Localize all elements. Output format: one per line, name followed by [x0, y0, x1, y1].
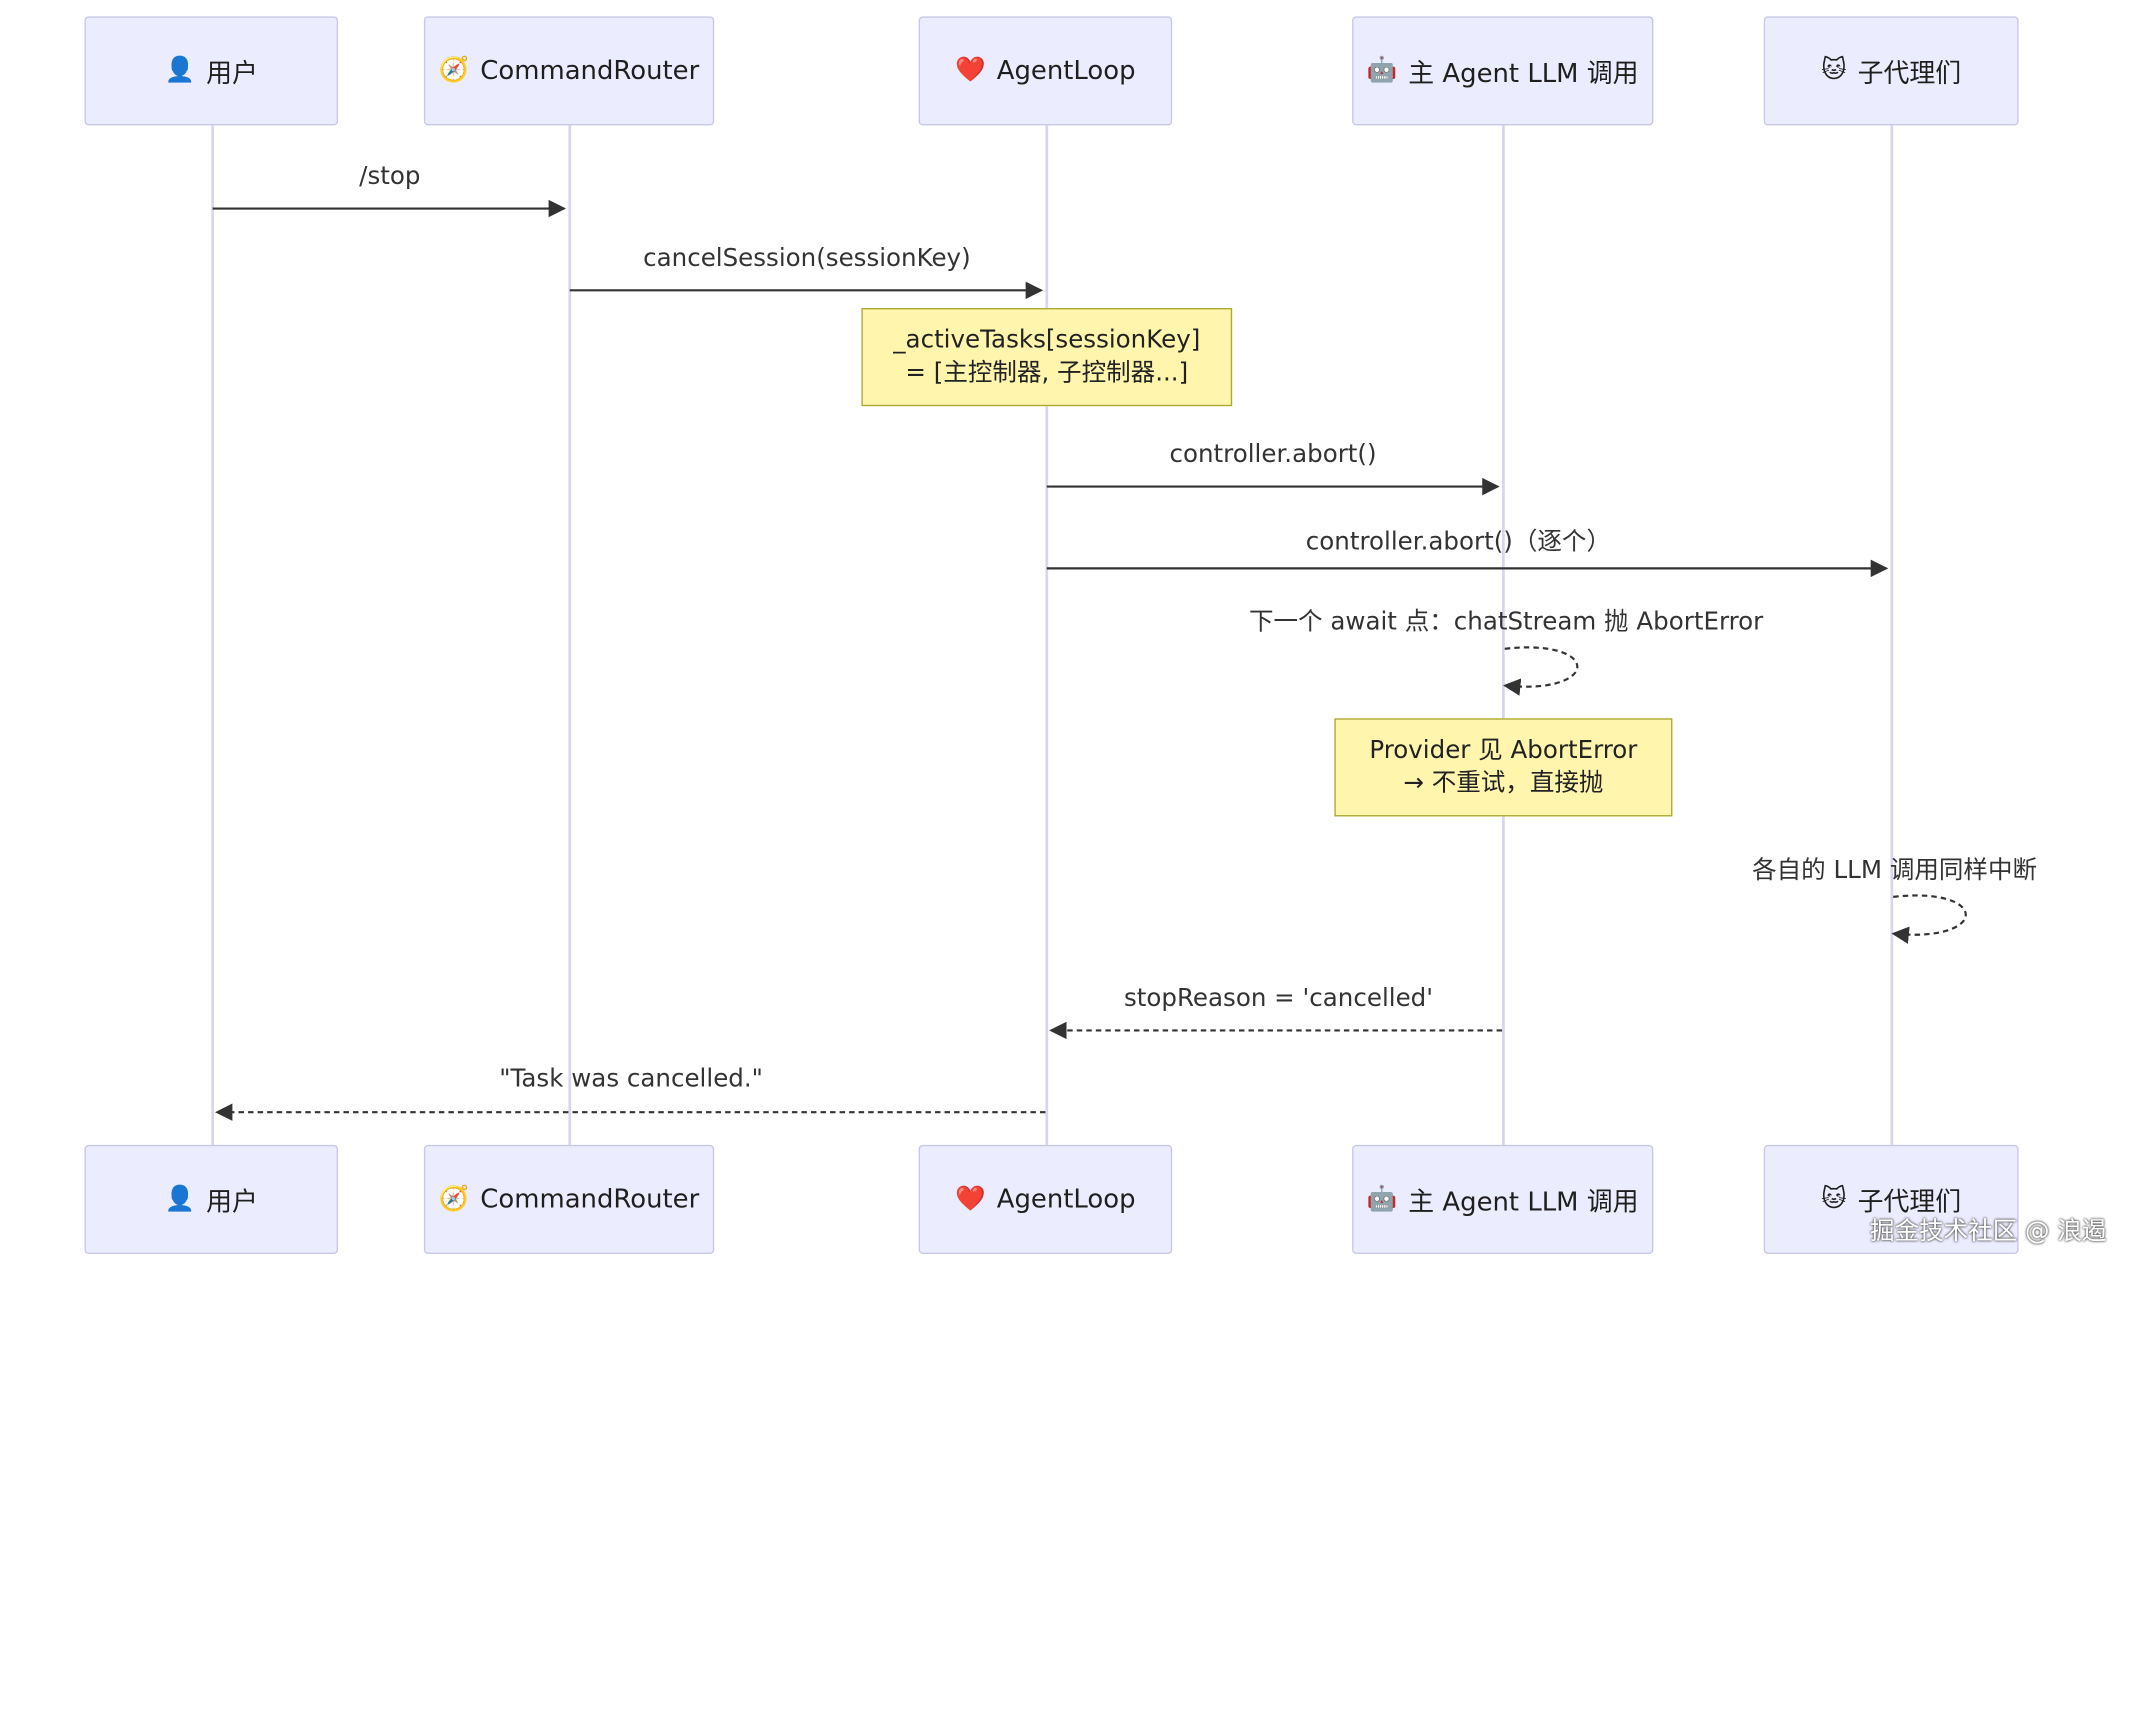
- actor-label: AgentLoop: [996, 1184, 1136, 1215]
- lifeline-command-router: [568, 125, 572, 1145]
- cat-icon: 🐱: [1821, 55, 1847, 85]
- actor-subagents-bottom: 🐱 子代理们: [1763, 1144, 2019, 1254]
- actor-label: 主 Agent LLM 调用: [1408, 57, 1639, 88]
- note-active-tasks: _activeTasks[sessionKey] = [主控制器, 子控制器..…: [861, 308, 1233, 407]
- note-line: Provider 见 AbortError: [1369, 736, 1638, 765]
- actor-label: 用户: [206, 1186, 258, 1217]
- actor-label: 用户: [206, 57, 258, 88]
- note-line: _activeTasks[sessionKey]: [893, 325, 1201, 355]
- self-loop-main-llm: [1503, 646, 1579, 696]
- self-loop-subagents: [1891, 894, 1967, 944]
- message-label-abort-main: controller.abort(): [1169, 440, 1377, 469]
- lifeline-agent-loop: [1045, 125, 1049, 1145]
- actor-label: 主 Agent LLM 调用: [1408, 1186, 1639, 1217]
- robot-icon: 🤖: [1366, 1184, 1398, 1214]
- note-provider-abort: Provider 见 AbortError → 不重试，直接抛: [1334, 718, 1673, 817]
- actor-label: AgentLoop: [996, 55, 1136, 86]
- actor-command-router-top: 🧭 CommandRouter: [423, 16, 715, 126]
- cat-icon: 🐱: [1821, 1184, 1847, 1214]
- actor-user-bottom: 👤 用户: [84, 1144, 339, 1254]
- actor-label: 子代理们: [1857, 1186, 1962, 1217]
- message-arrows: [212, 199, 1967, 1121]
- compass-icon: 🧭: [438, 1184, 470, 1214]
- user-icon: 👤: [164, 1184, 196, 1214]
- lifeline-user: [211, 125, 214, 1145]
- actor-main-llm-bottom: 🤖 主 Agent LLM 调用: [1352, 1144, 1654, 1254]
- message-label-stop: /stop: [359, 162, 421, 191]
- user-icon: 👤: [164, 55, 196, 85]
- actor-subagents-top: 🐱 子代理们: [1763, 16, 2019, 126]
- message-label-subagent-interrupt: 各自的 LLM 调用同样中断: [1752, 855, 2038, 885]
- message-label-stop-reason: stopReason = 'cancelled': [1123, 984, 1434, 1013]
- actor-user-top: 👤 用户: [84, 16, 339, 126]
- note-line: = [主控制器, 子控制器...]: [905, 358, 1189, 388]
- actor-agent-loop-bottom: ❤️ AgentLoop: [918, 1144, 1173, 1254]
- message-label-abort-subagents: controller.abort()（逐个）: [1305, 527, 1612, 557]
- heart-icon: ❤️: [955, 1184, 986, 1214]
- message-label-chatstream-abort: 下一个 await 点：chatStream 抛 AbortError: [1248, 607, 1764, 637]
- actor-label: 子代理们: [1857, 57, 1962, 88]
- note-line: → 不重试，直接抛: [1403, 768, 1604, 798]
- watermark: 掘金技术社区 @ 浪遏: [1870, 1217, 2107, 1246]
- heart-icon: ❤️: [955, 55, 986, 85]
- robot-icon: 🤖: [1366, 55, 1398, 85]
- compass-icon: 🧭: [438, 55, 470, 85]
- actor-main-llm-top: 🤖 主 Agent LLM 调用: [1352, 16, 1654, 126]
- actor-agent-loop-top: ❤️ AgentLoop: [918, 16, 1173, 126]
- actor-label: CommandRouter: [480, 55, 700, 86]
- lifeline-main-llm: [1502, 125, 1505, 1145]
- actor-command-router-bottom: 🧭 CommandRouter: [423, 1144, 715, 1254]
- message-label-task-cancelled: "Task was cancelled.": [499, 1064, 763, 1094]
- actor-label: CommandRouter: [480, 1184, 700, 1215]
- message-label-cancel-session: cancelSession(sessionKey): [643, 243, 971, 273]
- lifeline-subagents: [1890, 125, 1894, 1145]
